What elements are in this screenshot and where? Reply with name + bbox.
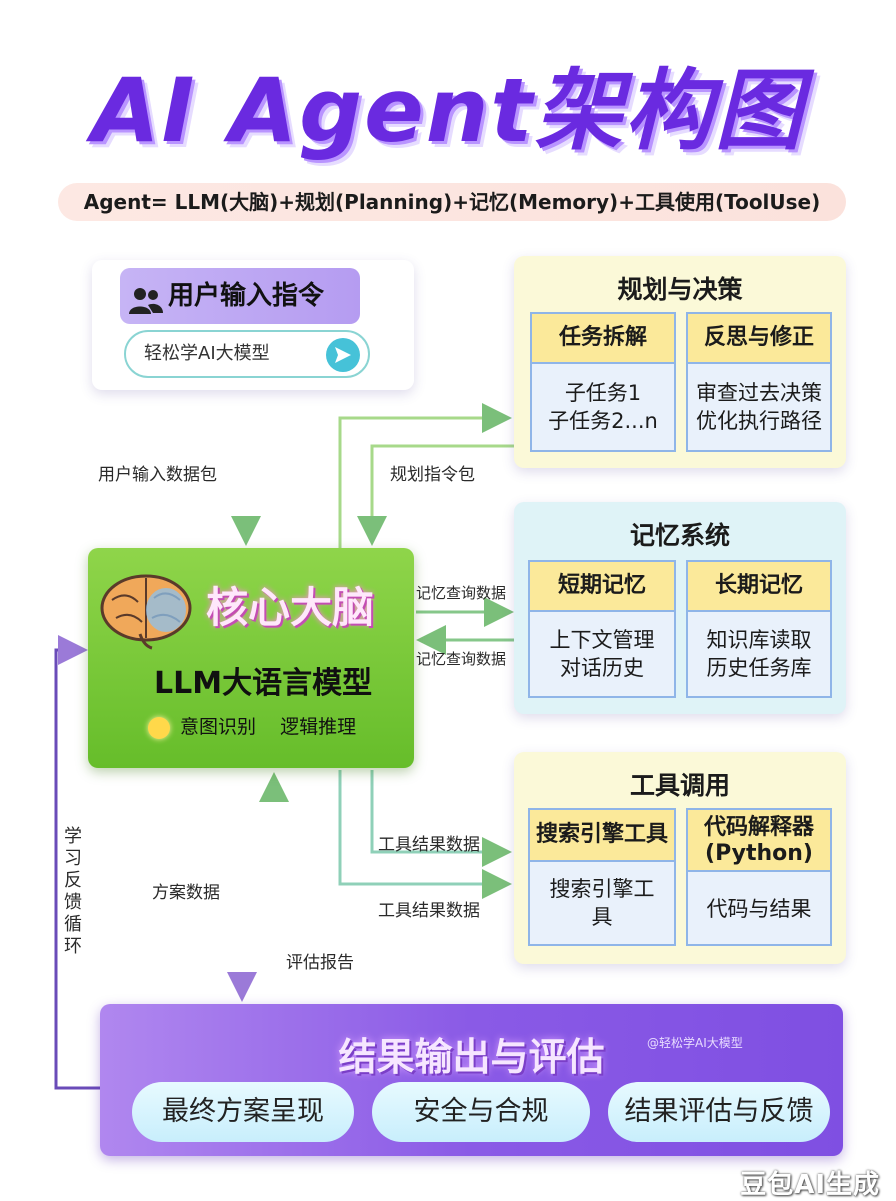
cell-head: 搜索引擎工具 — [530, 810, 674, 862]
cell-head: 任务拆解 — [532, 314, 674, 364]
cell-line: 上下文管理 — [549, 628, 655, 652]
arrow-tools-to-core — [338, 770, 512, 899]
label-plan-data: 方案数据 — [152, 883, 220, 903]
cell-line: 知识库读取 — [706, 628, 812, 652]
memory-panel: 记忆系统 短期记忆 上下文管理 对话历史 长期记忆 知识库读取 历史任务库 — [514, 502, 846, 714]
tools-cell-search: 搜索引擎工具 搜索引擎工 具 — [528, 808, 676, 946]
memory-cell-long-term: 长期记忆 知识库读取 历史任务库 — [686, 560, 832, 698]
core-tags: 意图识别 逻辑推理 — [148, 712, 374, 739]
arrow-core-to-planning — [338, 403, 512, 548]
agent-formula: Agent= LLM(大脑)+规划(Planning)+记忆(Memory)+工… — [58, 183, 846, 221]
memory-title: 记忆系统 — [629, 521, 730, 550]
core-title: 核心大脑 — [206, 583, 375, 632]
cell-line: 审查过去决策 — [696, 381, 822, 405]
cell-line: 代码与结果 — [706, 897, 812, 921]
arrow-feedback-loop — [54, 635, 100, 1090]
arrow-core-to-tools — [370, 770, 512, 867]
cell-line: 具 — [591, 905, 613, 929]
user-input-title: 用户输入指令 — [168, 281, 325, 311]
label-user-to-core: 用户输入数据包 — [98, 465, 217, 485]
pill-final-plan: 最终方案呈现 — [132, 1082, 354, 1142]
core-tag: 意图识别 — [180, 716, 257, 738]
cell-head: 短期记忆 — [530, 562, 674, 612]
tools-title: 工具调用 — [629, 771, 730, 800]
pill-safety-compliance: 安全与合规 — [372, 1082, 590, 1142]
user-input-field[interactable]: 轻松学AI大模型 — [124, 330, 370, 378]
users-icon — [128, 280, 164, 336]
cell-line: 子任务2...n — [548, 409, 658, 433]
cell-head-line: (Python) — [705, 841, 813, 866]
core-subtitle: LLM大语言模型 — [154, 666, 373, 701]
user-input-placeholder: 轻松学AI大模型 — [144, 343, 270, 364]
cell-line: 历史任务库 — [706, 656, 812, 680]
cell-line: 搜索引擎工 — [549, 877, 655, 901]
cell-line: 对话历史 — [560, 656, 644, 680]
planning-cell-reflect: 反思与修正 审查过去决策 优化执行路径 — [686, 312, 832, 452]
label-tool-result-2: 工具结果数据 — [378, 901, 480, 921]
result-panel: 结果输出与评估 @轻松学AI大模型 最终方案呈现 安全与合规 结果评估与反馈 — [100, 1004, 843, 1156]
brand-watermark: 豆包AI生成 — [740, 1170, 880, 1200]
label-tool-result-1: 工具结果数据 — [378, 835, 480, 855]
user-input-header: 用户输入指令 — [120, 268, 360, 324]
result-title: 结果输出与评估 — [338, 1035, 605, 1079]
label-eval-report: 评估报告 — [286, 953, 354, 973]
label-memory-query-in: 记忆查询数据 — [416, 650, 507, 668]
label-feedback-loop: 学习反馈循环 — [64, 826, 82, 957]
planning-panel: 规划与决策 任务拆解 子任务1 子任务2...n 反思与修正 审查过去决策 优化… — [514, 256, 846, 468]
cell-head: 长期记忆 — [688, 562, 830, 612]
cell-line: 优化执行路径 — [696, 409, 822, 433]
watermark: @轻松学AI大模型 — [647, 1036, 743, 1050]
tools-panel: 工具调用 搜索引擎工具 搜索引擎工 具 代码解释器 (Python) 代码与结果 — [514, 752, 846, 964]
cell-head-line: 代码解释器 — [703, 815, 814, 840]
brain-icon — [96, 570, 196, 654]
tools-cell-code: 代码解释器 (Python) 代码与结果 — [686, 808, 832, 946]
core-tag: 逻辑推理 — [280, 716, 357, 738]
arrow-planning-to-core — [357, 444, 514, 546]
pill-evaluation-feedback: 结果评估与反馈 — [608, 1082, 830, 1142]
lightbulb-icon — [148, 716, 170, 739]
cell-head: 代码解释器 (Python) — [688, 810, 830, 872]
label-memory-query-out: 记忆查询数据 — [416, 584, 507, 602]
cell-line: 子任务1 — [564, 381, 642, 405]
cell-head: 反思与修正 — [688, 314, 830, 364]
core-brain-panel: 核心大脑 LLM大语言模型 意图识别 逻辑推理 — [88, 548, 414, 768]
label-plan-packet: 规划指令包 — [390, 465, 475, 485]
page-title: AI Agent架构图 — [91, 59, 805, 162]
send-button[interactable] — [326, 338, 360, 372]
memory-cell-short-term: 短期记忆 上下文管理 对话历史 — [528, 560, 676, 698]
send-icon — [335, 347, 351, 363]
planning-title: 规划与决策 — [617, 275, 743, 304]
planning-cell-task-split: 任务拆解 子任务1 子任务2...n — [530, 312, 676, 452]
